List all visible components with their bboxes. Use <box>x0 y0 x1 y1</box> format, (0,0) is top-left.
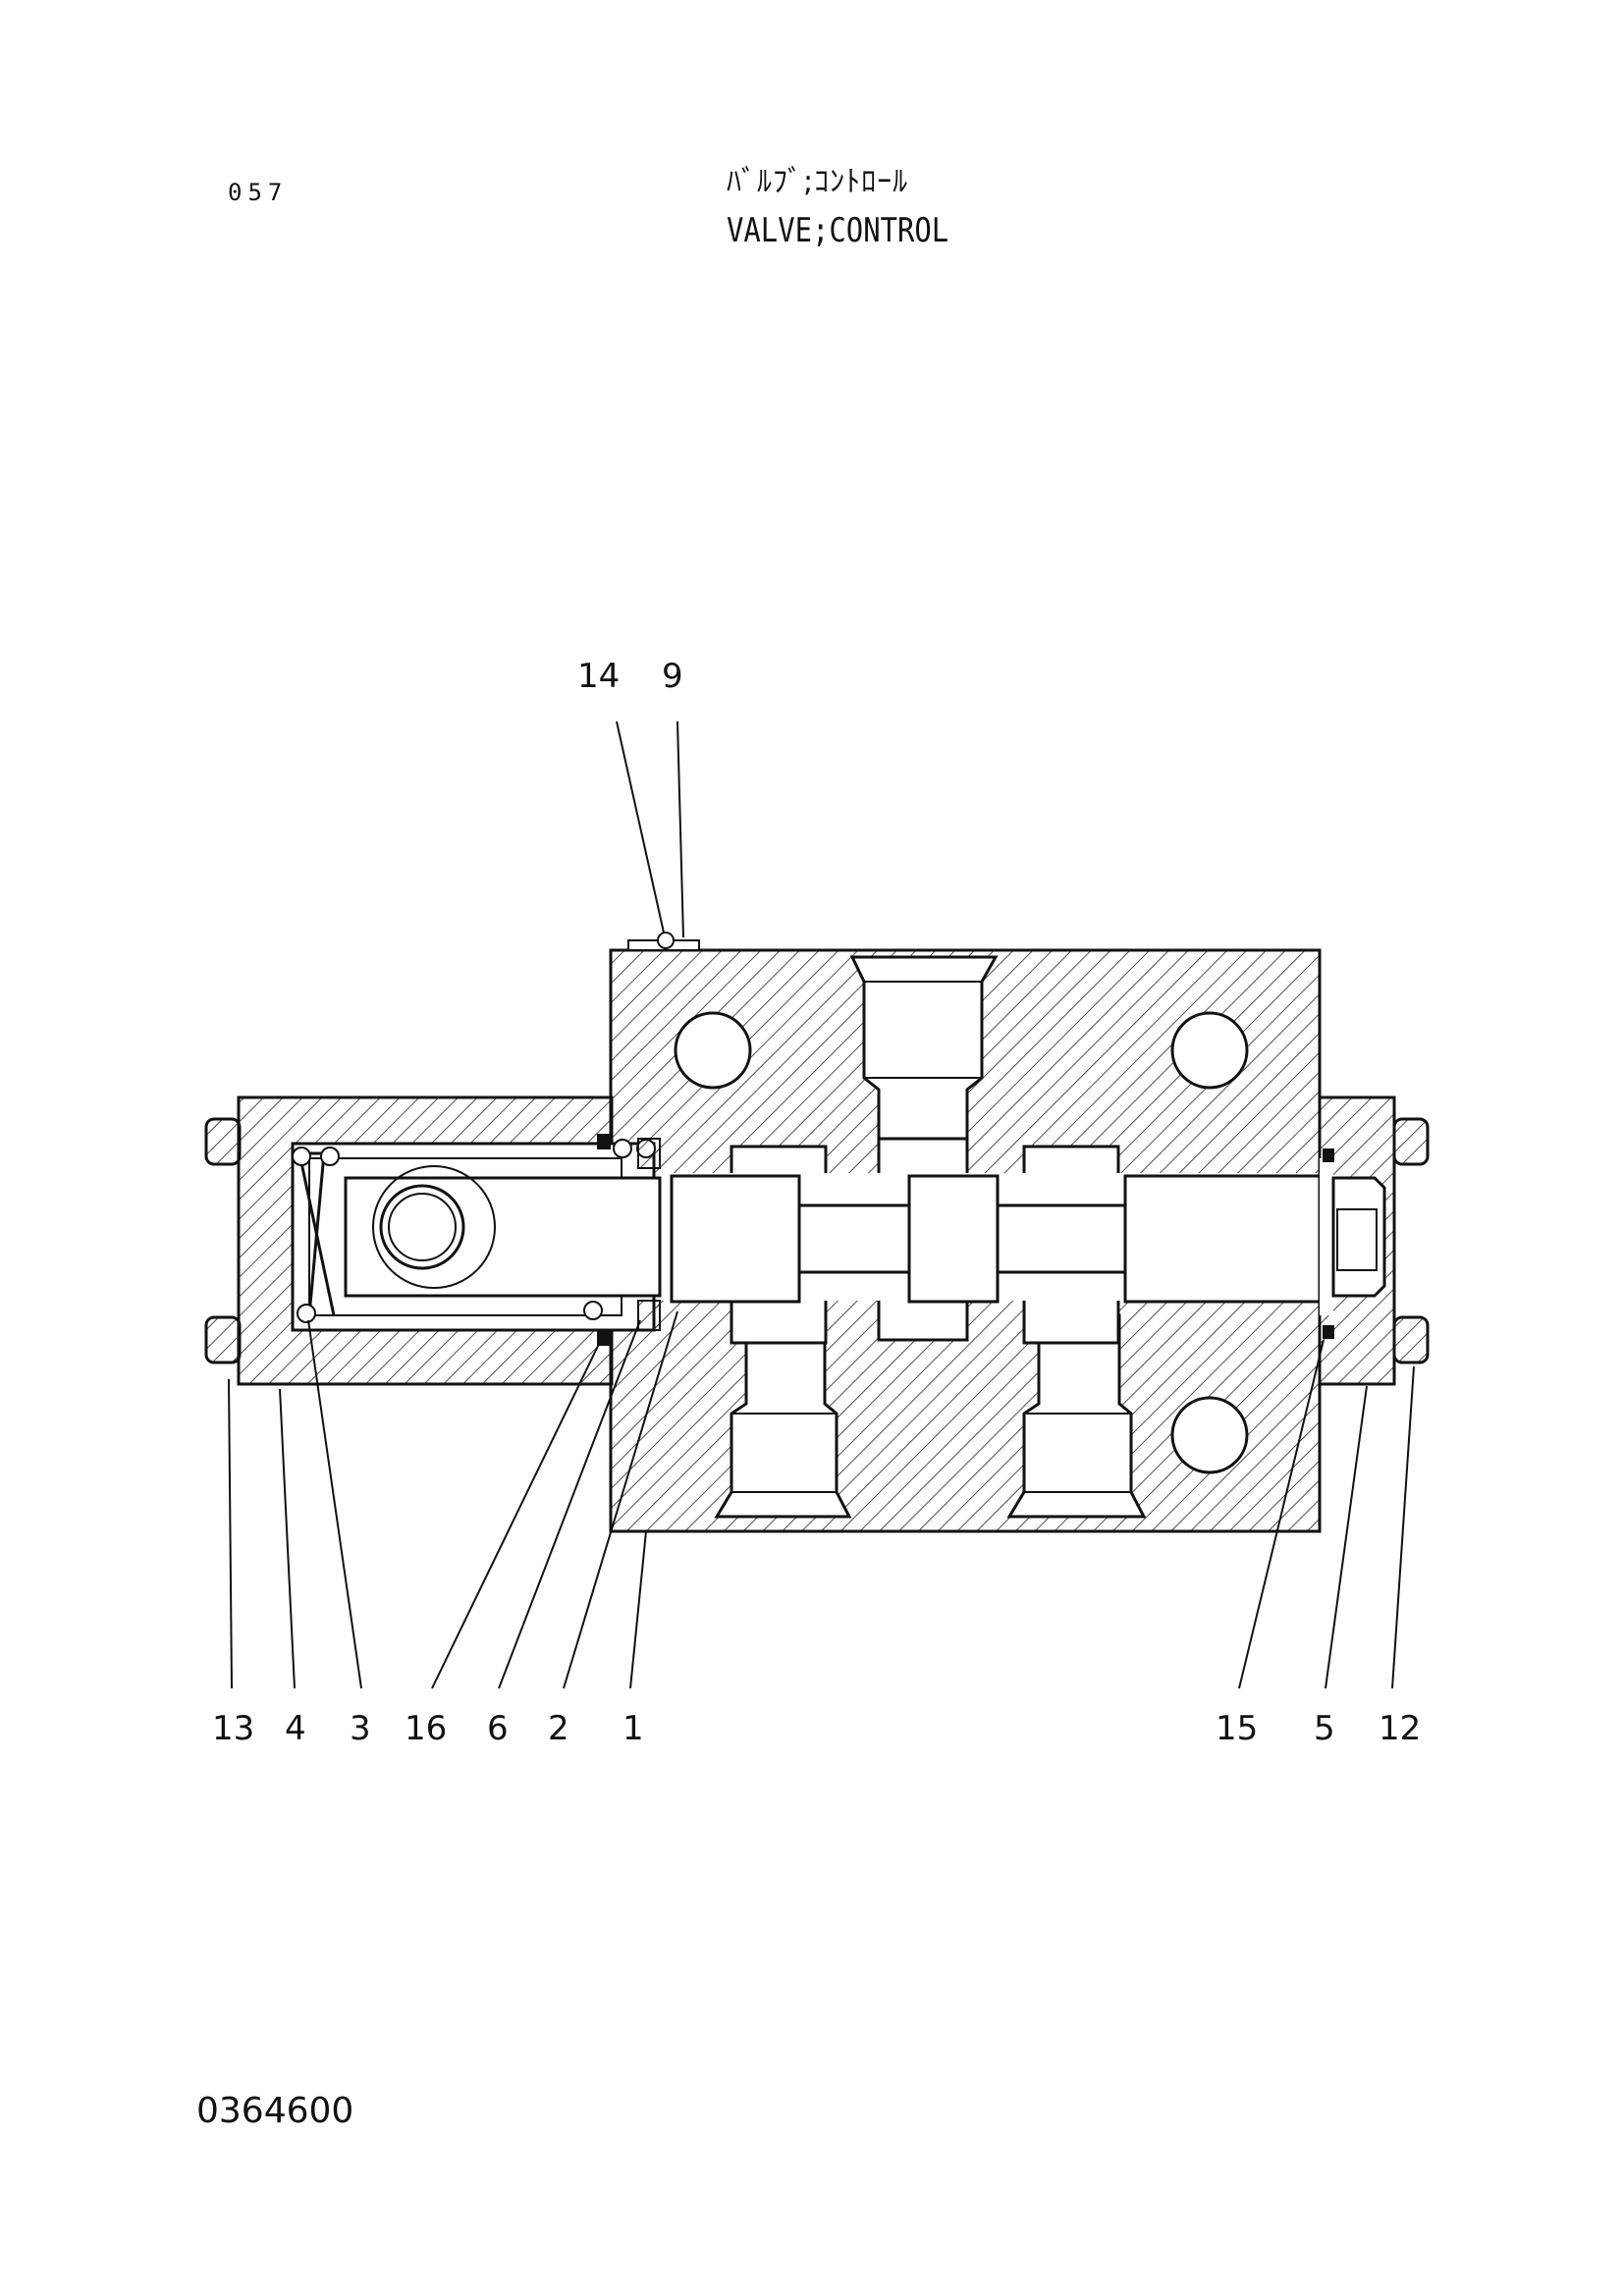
title-english: VALVE;CONTROL <box>727 211 949 250</box>
callout-13: 13 <box>212 1709 254 1748</box>
drawing-number: 0364600 <box>196 2091 354 2131</box>
callout-15: 15 <box>1216 1709 1258 1748</box>
callout-2: 2 <box>548 1709 569 1748</box>
callout-4: 4 <box>285 1709 306 1748</box>
callout-1: 1 <box>622 1709 644 1748</box>
callout-9: 9 <box>662 657 683 696</box>
title-japanese: ﾊﾞﾙﾌﾞ;ｺﾝﾄﾛｰﾙ <box>727 165 909 199</box>
callout-3: 3 <box>350 1709 371 1748</box>
callout-14: 14 <box>577 657 620 696</box>
spool <box>670 1174 1333 1304</box>
left-cover <box>204 1095 662 1386</box>
top-plug <box>627 932 700 951</box>
callout-12: 12 <box>1379 1709 1421 1748</box>
callout-16: 16 <box>405 1709 447 1748</box>
leader-lines <box>228 721 1415 1689</box>
callout-6: 6 <box>487 1709 509 1748</box>
right-cover <box>1318 1095 1430 1386</box>
callout-5: 5 <box>1314 1709 1335 1748</box>
page-number: 057 <box>228 179 289 206</box>
